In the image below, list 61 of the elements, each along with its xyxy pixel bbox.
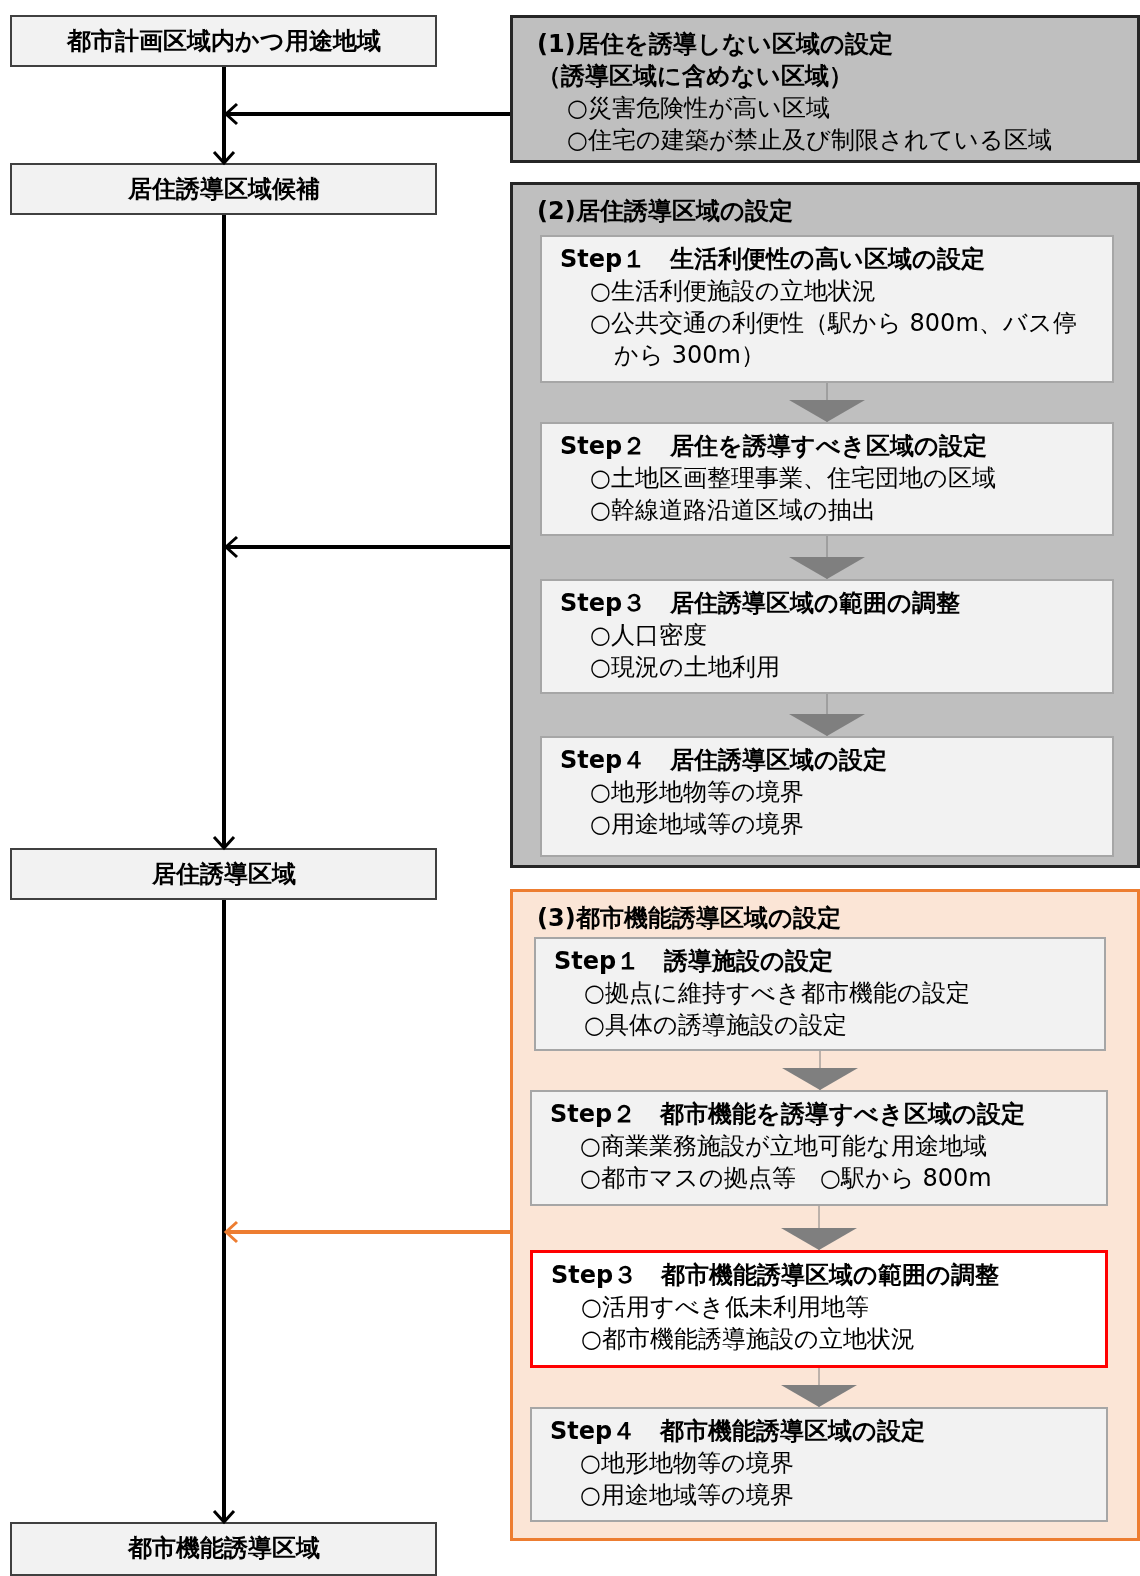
bullet-text: ○地形地物等の境界 — [579, 1448, 795, 1479]
heading-text: Step３ 都市機能誘導区域の範囲の調整 — [551, 1260, 1001, 1291]
section-panel — [510, 15, 1140, 163]
step-box — [534, 937, 1106, 1051]
heading-text: Step１ 生活利便性の高い区域の設定 — [560, 244, 987, 275]
bullet-text: ○活用すべき低未利用地等 — [580, 1292, 870, 1323]
arrow — [212, 215, 236, 850]
bullet-text: ○公共交通の利便性（駅から 800m、バス停から 300m） — [589, 308, 1078, 371]
bullet-text: ○都市マスの拠点等 ○駅から 800m — [579, 1163, 993, 1194]
arrow — [224, 1220, 510, 1244]
process-box — [10, 163, 437, 215]
chevron-arrow — [789, 693, 865, 737]
bullet-text: ○拠点に維持すべき都市機能の設定 — [583, 978, 971, 1009]
heading-text: Step２ 居住を誘導すべき区域の設定 — [560, 431, 989, 462]
heading-text: 居住誘導区域候補 — [126, 174, 321, 205]
step-box — [540, 736, 1114, 857]
bullet-text: ○用途地域等の境界 — [579, 1480, 795, 1511]
section-panel — [510, 889, 1140, 1541]
chevron-arrow — [782, 1050, 858, 1091]
bullet-text: ○人口密度 — [589, 620, 708, 651]
arrow — [212, 900, 236, 1524]
heading-text: (2)居住誘導区域の設定 — [537, 196, 794, 227]
heading-text: 都市計画区域内かつ用途地域 — [65, 26, 382, 57]
heading-text: (1)居住を誘導しない区域の設定 — [537, 29, 894, 60]
bullet-text: ○商業業務施設が立地可能な用途地域 — [579, 1131, 988, 1162]
step-box — [540, 579, 1114, 694]
heading-text: Step３ 居住誘導区域の範囲の調整 — [560, 588, 962, 619]
bullet-text: ○生活利便施設の立地状況 — [589, 276, 877, 307]
step-box — [530, 1407, 1108, 1522]
process-box — [10, 15, 437, 67]
step-box — [540, 422, 1114, 536]
heading-text: （誘導区域に含めない区域） — [537, 61, 854, 92]
heading-text: 居住誘導区域 — [150, 859, 297, 890]
chevron-arrow — [789, 382, 865, 423]
section-panel — [510, 182, 1140, 868]
bullet-text: ○現況の土地利用 — [589, 652, 781, 683]
process-box — [10, 848, 437, 900]
bullet-text: ○幹線道路沿道区域の抽出 — [589, 495, 877, 526]
chevron-arrow — [789, 535, 865, 580]
chevron-arrow — [781, 1205, 857, 1251]
bullet-text: ○災害危険性が高い区域 — [566, 93, 831, 124]
step-box — [540, 235, 1114, 383]
chevron-arrow — [781, 1367, 857, 1408]
step-box — [530, 1090, 1108, 1206]
arrow — [224, 102, 510, 126]
arrow — [212, 67, 236, 165]
heading-text: (3)都市機能誘導区域の設定 — [537, 903, 842, 934]
heading-text: Step４ 都市機能誘導区域の設定 — [550, 1416, 927, 1447]
heading-text: 都市機能誘導区域 — [126, 1533, 321, 1564]
heading-text: Step１ 誘導施設の設定 — [554, 946, 835, 977]
heading-text: Step４ 居住誘導区域の設定 — [560, 745, 889, 776]
bullet-text: ○用途地域等の境界 — [589, 809, 805, 840]
arrow — [224, 535, 510, 559]
bullet-text: ○地形地物等の境界 — [589, 777, 805, 808]
bullet-text: ○住宅の建築が禁止及び制限されている区域 — [566, 125, 1053, 156]
heading-text: Step２ 都市機能を誘導すべき区域の設定 — [550, 1099, 1027, 1130]
bullet-text: ○都市機能誘導施設の立地状況 — [580, 1324, 916, 1355]
step-box — [530, 1250, 1108, 1368]
process-box — [10, 1522, 437, 1576]
bullet-text: ○土地区画整理事業、住宅団地の区域 — [589, 463, 997, 494]
bullet-text: ○具体の誘導施設の設定 — [583, 1010, 848, 1041]
